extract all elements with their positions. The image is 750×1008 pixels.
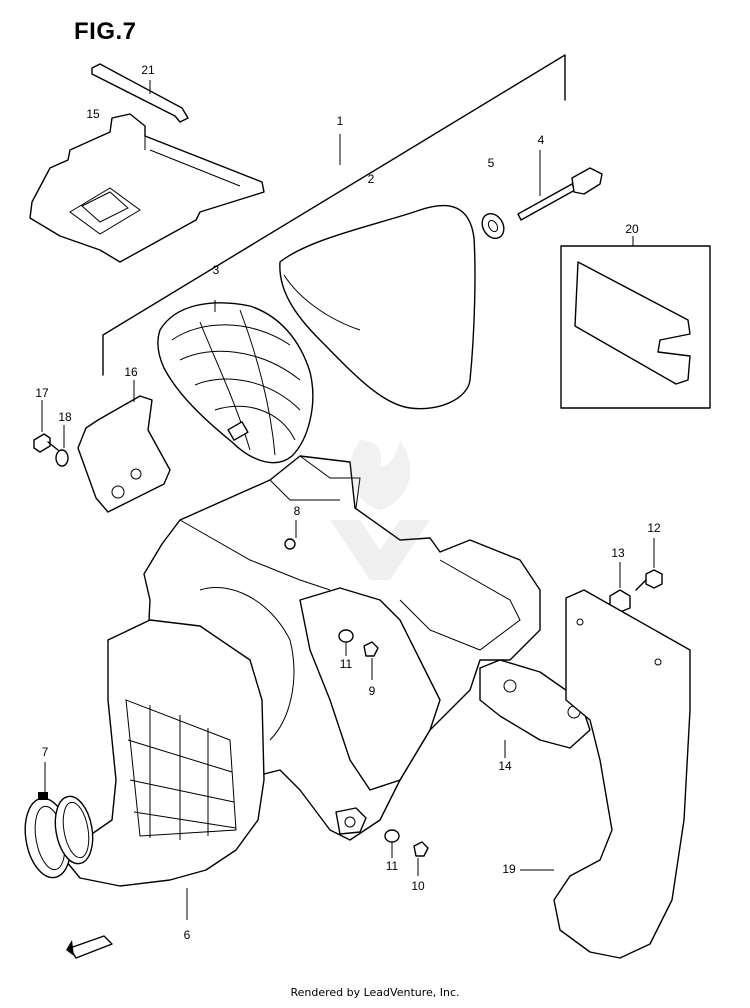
callout-8: 8 <box>293 504 301 518</box>
render-credit: Rendered by LeadVenture, Inc. <box>290 986 460 999</box>
part-18-bolt <box>33 400 59 453</box>
part-9-bolt <box>363 641 379 680</box>
part-5-washer <box>481 212 505 240</box>
part-8-screw <box>284 520 297 550</box>
callout-13: 12 <box>647 521 661 535</box>
part-6-intake-duct <box>61 619 265 920</box>
part-7-hose-clamp <box>24 762 94 879</box>
part-11-collar-upper <box>338 629 354 656</box>
callout-9: 9 <box>368 684 376 698</box>
part-14-nut <box>609 562 631 613</box>
callout-11-upper: 11 <box>339 657 353 671</box>
callout-14: 13 <box>611 546 625 560</box>
part-10-bolt <box>413 841 429 876</box>
part-2-air-filter <box>279 204 476 410</box>
callout-11-lower: 11 <box>385 859 399 873</box>
callout-1: 1 <box>336 114 344 128</box>
callout-3: 3 <box>212 263 220 277</box>
callout-5: 5 <box>487 156 495 170</box>
callout-4: 4 <box>537 133 545 147</box>
callout-16: 15 <box>86 107 100 121</box>
part-19-washer <box>55 425 69 467</box>
part-3-filter-cage <box>157 300 314 464</box>
part-11-collar-lower <box>384 829 400 858</box>
callout-10: 10 <box>411 879 425 893</box>
part-1-assembly-bracket <box>102 54 566 376</box>
part-21-strap <box>91 63 189 123</box>
callout-6: 6 <box>183 928 191 942</box>
callout-20: 20 <box>625 222 639 236</box>
callout-7: 7 <box>41 745 49 759</box>
callout-15: 14 <box>498 759 512 773</box>
callout-2: 2 <box>367 172 375 186</box>
figure-title: FIG.7 <box>74 18 137 45</box>
callout-19: 18 <box>58 410 72 424</box>
callout-17: 16 <box>124 365 138 379</box>
callout-18: 17 <box>35 386 49 400</box>
part-12-side-duct <box>520 589 691 959</box>
callout-21: 21 <box>141 63 155 77</box>
forward-direction-arrow <box>66 935 113 959</box>
part-20-label-box <box>560 236 711 409</box>
watermark-logo <box>330 440 430 580</box>
part-13-bolt <box>635 538 663 591</box>
callout-12: 19 <box>502 862 516 876</box>
part-4-wing-bolt <box>517 150 603 221</box>
part-17-side-bracket <box>77 380 171 513</box>
part-16-cover-plate <box>29 113 265 263</box>
